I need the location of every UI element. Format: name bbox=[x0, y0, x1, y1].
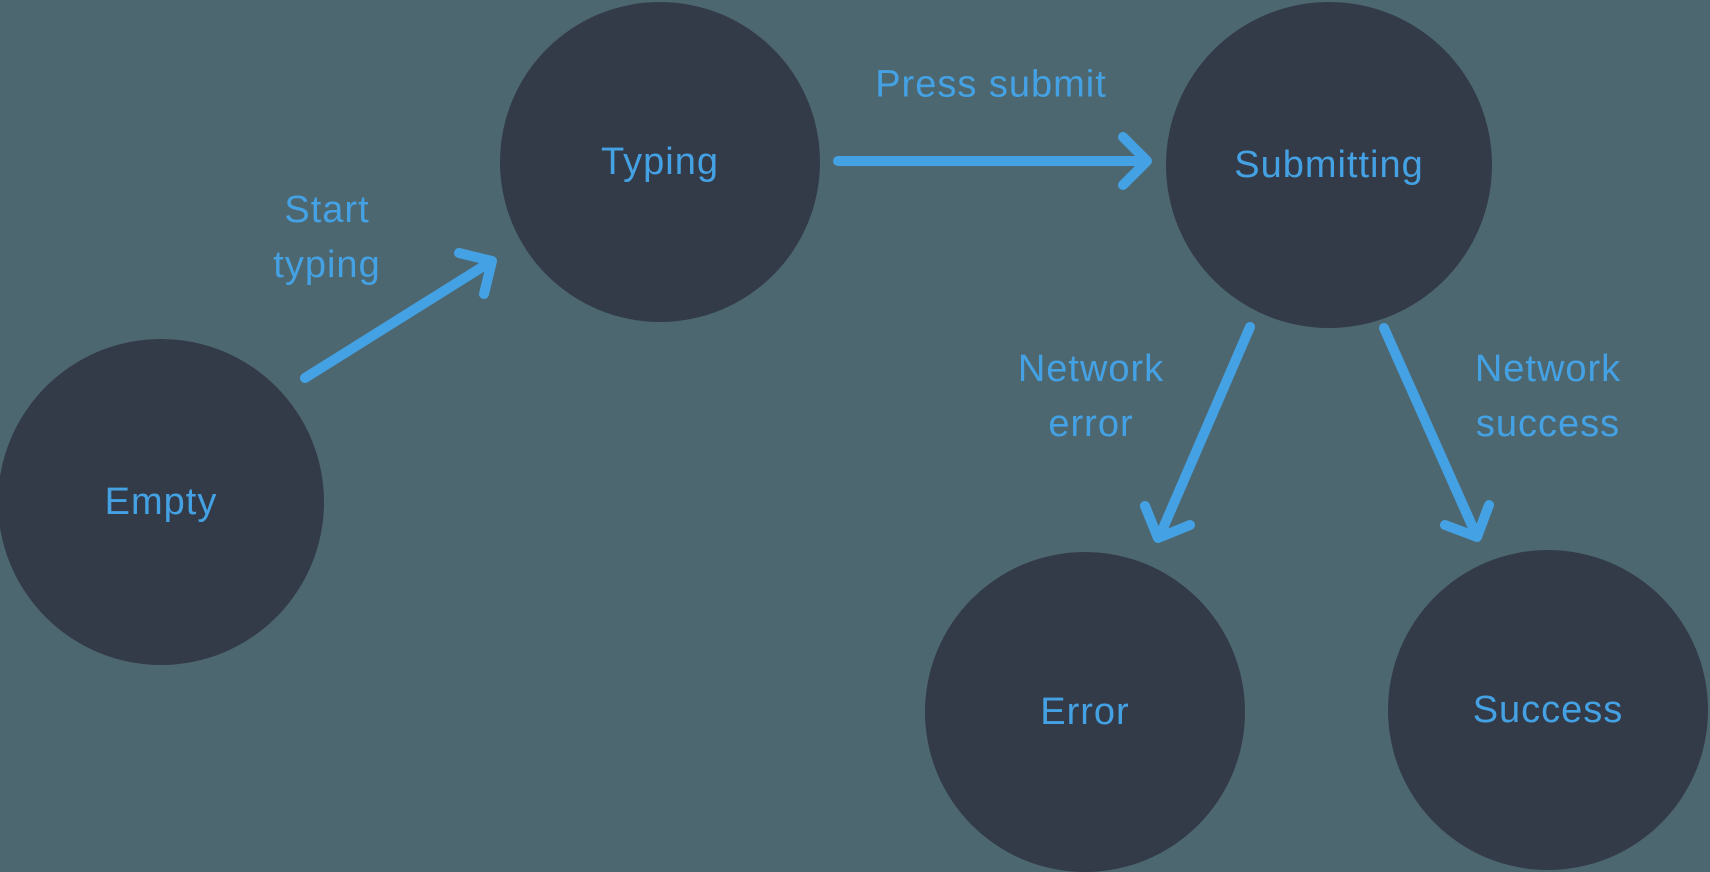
arrowhead-icon bbox=[1118, 132, 1152, 190]
state-node-success: Success bbox=[1388, 550, 1708, 870]
arrowhead-icon bbox=[1140, 501, 1195, 543]
arrow-shaft bbox=[1156, 322, 1255, 538]
state-label-submitting: Submitting bbox=[1234, 143, 1424, 186]
state-label-success: Success bbox=[1472, 688, 1624, 731]
transition-label-line: Network bbox=[1474, 348, 1622, 390]
transition-label-line: Start bbox=[284, 189, 370, 231]
transition-label-press-submit: Press submit bbox=[875, 58, 1107, 113]
transition-label-line: error bbox=[1048, 403, 1134, 445]
state-node-error: Error bbox=[925, 552, 1245, 872]
state-label-typing: Typing bbox=[601, 140, 719, 183]
state-node-submitting: Submitting bbox=[1166, 2, 1492, 328]
arrow-press-submit bbox=[833, 132, 1152, 190]
state-node-empty: Empty bbox=[0, 339, 324, 665]
arrow-network-success bbox=[1379, 323, 1494, 542]
transition-label-network-success: Network success bbox=[1475, 342, 1621, 452]
arrow-shaft bbox=[1379, 323, 1479, 535]
state-node-typing: Typing bbox=[500, 2, 820, 322]
transition-label-line: Press submit bbox=[875, 63, 1107, 106]
transition-label-network-error: Network error bbox=[1018, 342, 1164, 452]
state-label-error: Error bbox=[1040, 690, 1130, 733]
arrowhead-icon bbox=[454, 248, 497, 299]
transition-label-start-typing: Start typing bbox=[273, 183, 380, 293]
transition-label-line: typing bbox=[273, 244, 381, 286]
state-label-empty: Empty bbox=[104, 480, 218, 523]
transition-label-line: Network bbox=[1017, 348, 1165, 390]
arrowhead-icon bbox=[1440, 500, 1494, 542]
transition-label-line: success bbox=[1475, 403, 1621, 445]
